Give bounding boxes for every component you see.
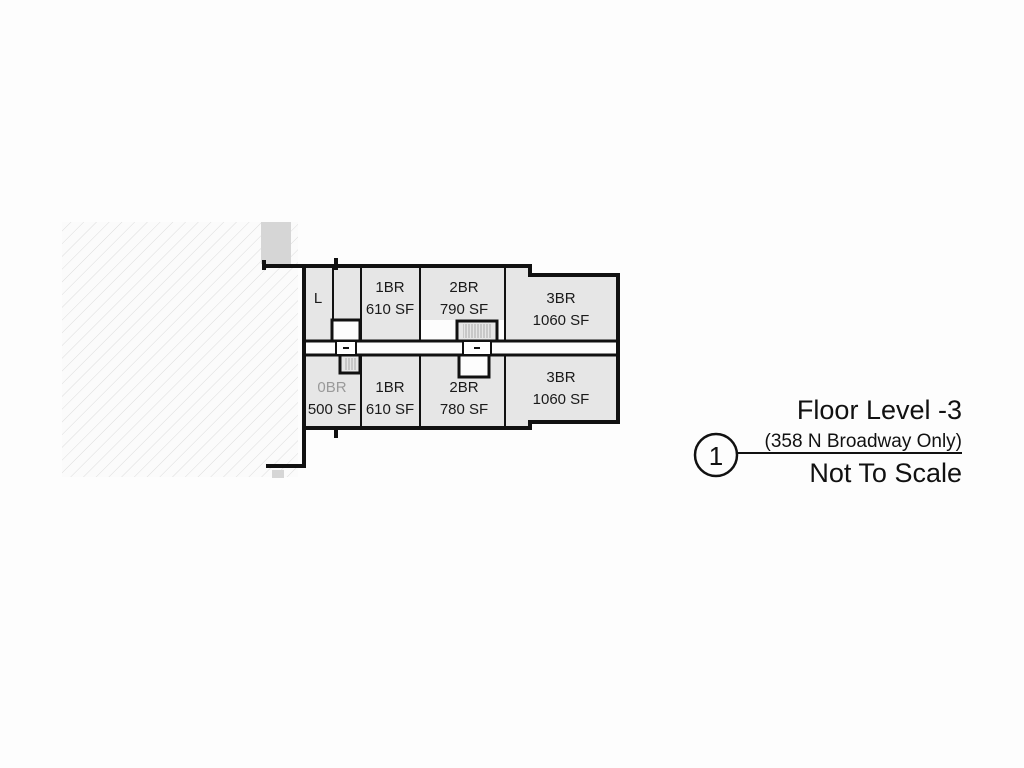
stair-treads-top — [463, 324, 491, 338]
unit-fills — [306, 268, 616, 426]
drawing-number-circle — [693, 432, 739, 478]
unit-label-1br-top-type: 1BR — [375, 279, 404, 296]
unit-label-2br-top-area: 790 SF — [440, 301, 488, 318]
scale-note: Not To Scale — [809, 458, 962, 488]
unit-label-1br-bottom-area: 610 SF — [366, 401, 414, 418]
light-well — [261, 222, 291, 264]
unit-label-3br-top-area: 1060 SF — [533, 312, 590, 329]
unit-label-1br-top-area: 610 SF — [366, 301, 414, 318]
unit-label-2br-top-type: 2BR — [449, 279, 478, 296]
title-block: Floor Level -3 1 (358 N Broadway Only) N… — [693, 395, 962, 488]
corridor-openings — [336, 342, 491, 354]
stair-treads-bottom — [344, 358, 356, 370]
unit-label-2br-bottom-area: 780 SF — [440, 401, 488, 418]
unit-label-l-type: L — [314, 290, 322, 307]
drawing-subtitle: (358 N Broadway Only) — [765, 431, 962, 452]
unit-label-3br-bottom-type: 3BR — [546, 369, 575, 386]
unit-label-0br-area: 500 SF — [308, 401, 356, 418]
adjacent-building-hatch — [62, 222, 298, 477]
drawing-number: 1 — [709, 441, 723, 471]
unit-label-3br-top-type: 3BR — [546, 290, 575, 307]
light-well-bottom — [272, 470, 284, 478]
unit-label-3br-bottom-area: 1060 SF — [533, 391, 590, 408]
walls — [262, 258, 620, 468]
drawing-title: Floor Level -3 — [797, 395, 962, 425]
unit-label-2br-bottom-type: 2BR — [449, 379, 478, 396]
corridor-door-marks — [335, 342, 492, 354]
unit-label-1br-bottom-type: 1BR — [375, 379, 404, 396]
unit-label-0br-type: 0BR — [317, 379, 346, 396]
